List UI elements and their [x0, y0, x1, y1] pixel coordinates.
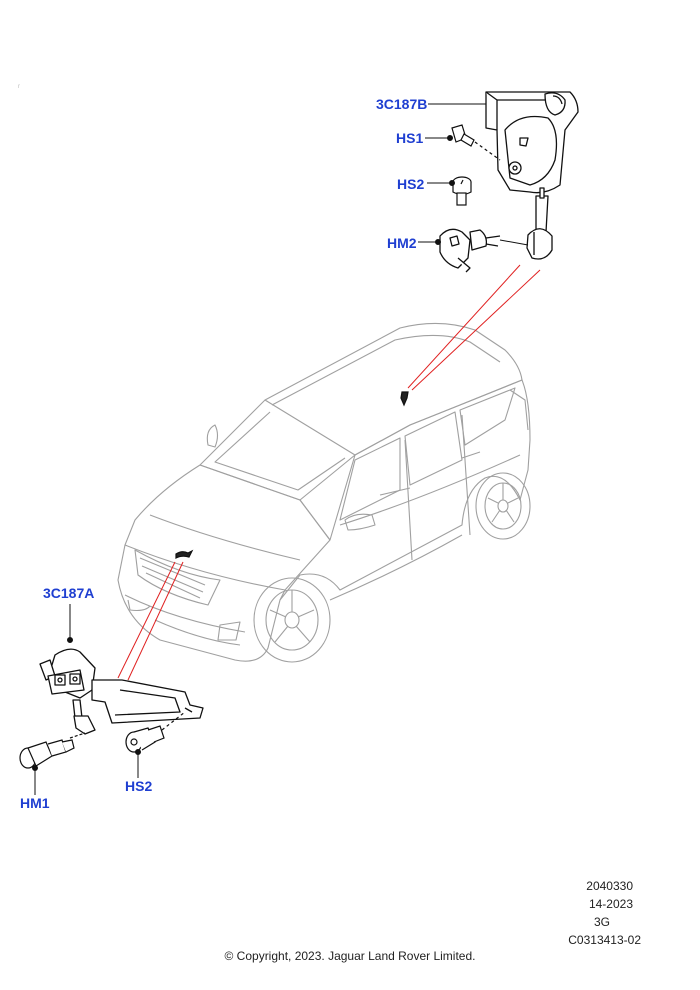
callout-hs1[interactable]: HS1: [396, 130, 424, 146]
vehicle-illustration: [117, 322, 531, 663]
rear-bolt-part: [452, 176, 472, 206]
callout-3c187b[interactable]: 3C187B: [376, 96, 428, 112]
reference-code: C0313413-02: [568, 933, 641, 947]
callout-hm2[interactable]: HM2: [387, 235, 417, 251]
rear-nut-guide-line: [499, 239, 529, 246]
front-nut-part: [19, 732, 86, 769]
callout-3c187a[interactable]: 3C187A: [43, 585, 95, 601]
illustration-number: 2040330: [586, 879, 633, 893]
rear-height-sensor: [485, 91, 579, 260]
model-year: 14-2023: [588, 897, 633, 911]
callout-hs2-front[interactable]: HS2: [125, 778, 153, 794]
variant-code: 3G: [593, 915, 610, 929]
rear-callout-leaders: [418, 103, 486, 245]
vehicle-sensor-markers: [175, 391, 409, 559]
location-leader-lines: [117, 264, 541, 681]
rear-screw-part: [451, 124, 501, 161]
front-height-sensor: [39, 648, 204, 735]
front-callout-leaders: [32, 604, 141, 795]
rear-nut-part: [439, 228, 501, 273]
copyright-notice: © Copyright, 2023. Jaguar Land Rover Lim…: [224, 949, 476, 963]
corner-mark: r: [18, 84, 20, 90]
callout-hs2-rear[interactable]: HS2: [397, 176, 425, 192]
callout-hm1[interactable]: HM1: [20, 795, 50, 811]
front-bolt-part: [125, 711, 186, 753]
